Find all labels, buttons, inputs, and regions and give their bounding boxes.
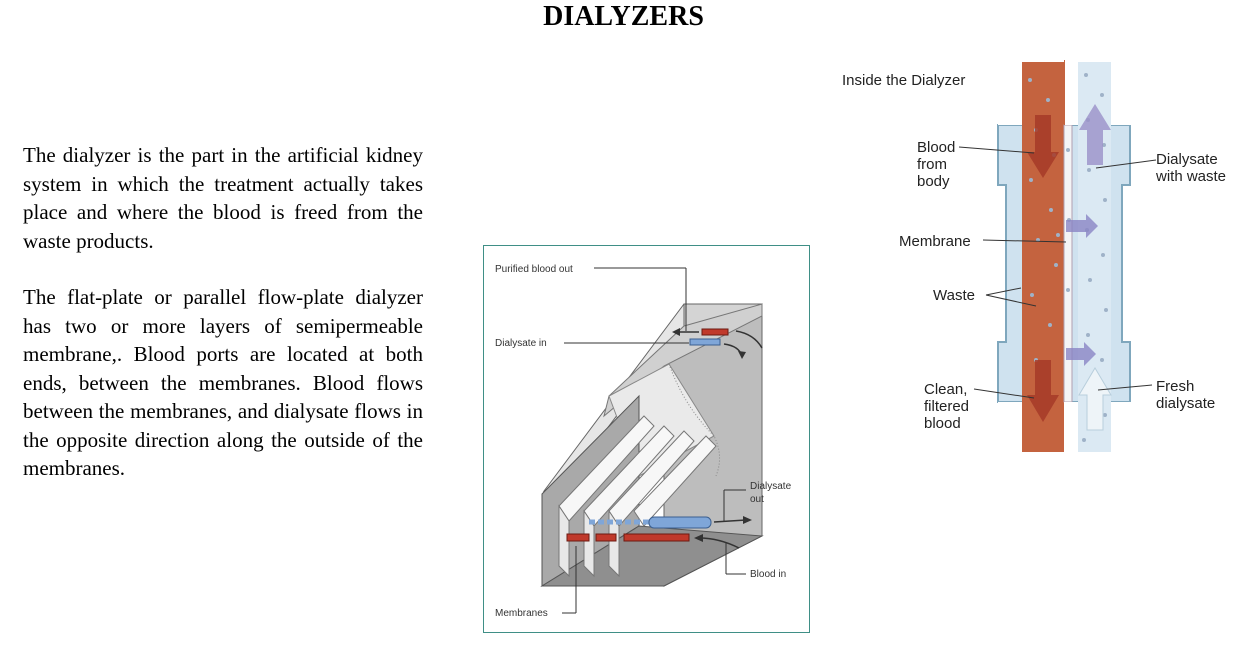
label-dialysate-with-waste-1: Dialysate: [1156, 151, 1218, 168]
label-dialysate-in: Dialysate in: [495, 338, 547, 349]
figure-title: Inside the Dialyzer: [842, 72, 965, 89]
fresh-dialysate-arrow-icon: [1078, 367, 1112, 431]
label-clean-filtered-blood-3: blood: [924, 415, 961, 432]
flat-plate-dialyzer-illustration: Purified blood out Dialysate in Dialysat…: [495, 264, 792, 619]
label-blood-from-body-3: body: [917, 173, 950, 190]
label-dialysate-out-1: Dialysate: [750, 481, 792, 492]
dialysate-up-arrow-icon: [1079, 104, 1111, 165]
label-waste: Waste: [933, 287, 975, 304]
label-clean-filtered-blood-1: Clean,: [924, 381, 967, 398]
label-fresh-dialysate-1: Fresh: [1156, 378, 1194, 395]
membrane-layer: [1063, 124, 1073, 403]
label-dialysate-with-waste-2: with waste: [1155, 168, 1226, 185]
blood-down-arrow-icon: [1027, 115, 1059, 178]
label-clean-filtered-blood-2: filtered: [924, 398, 969, 415]
inside-dialyzer-figure: Inside the Dialyzer Blood from body Dial…: [826, 60, 1244, 455]
label-membranes: Membranes: [495, 608, 548, 619]
flat-plate-dialyzer-figure: Purified blood out Dialysate in Dialysat…: [483, 245, 810, 633]
membrane-plates: [558, 415, 717, 578]
waste-transfer-arrow-icon: [1066, 214, 1098, 238]
dialysate-in-port-icon: [689, 338, 721, 346]
label-membrane: Membrane: [899, 233, 971, 250]
blood-in-port-icon: [566, 533, 590, 542]
label-dialysate-out-2: out: [750, 494, 764, 505]
paragraph-intro: The dialyzer is the part in the artifici…: [23, 143, 423, 253]
label-blood-from-body-2: from: [917, 156, 947, 173]
page-title: DIALYZERS: [543, 1, 704, 32]
blood-out-port-icon: [701, 328, 729, 336]
label-purified-blood-out: Purified blood out: [495, 264, 573, 275]
label-blood-from-body-1: Blood: [917, 139, 955, 156]
paragraph-flat-plate: The flat-plate or parallel flow-plate di…: [23, 285, 423, 480]
dialysate-out-port-icon: [648, 516, 712, 529]
inside-dialyzer-illustration: Inside the Dialyzer Blood from body Dial…: [842, 60, 1226, 455]
label-blood-in: Blood in: [750, 569, 786, 580]
label-fresh-dialysate-2: dialysate: [1156, 395, 1215, 412]
